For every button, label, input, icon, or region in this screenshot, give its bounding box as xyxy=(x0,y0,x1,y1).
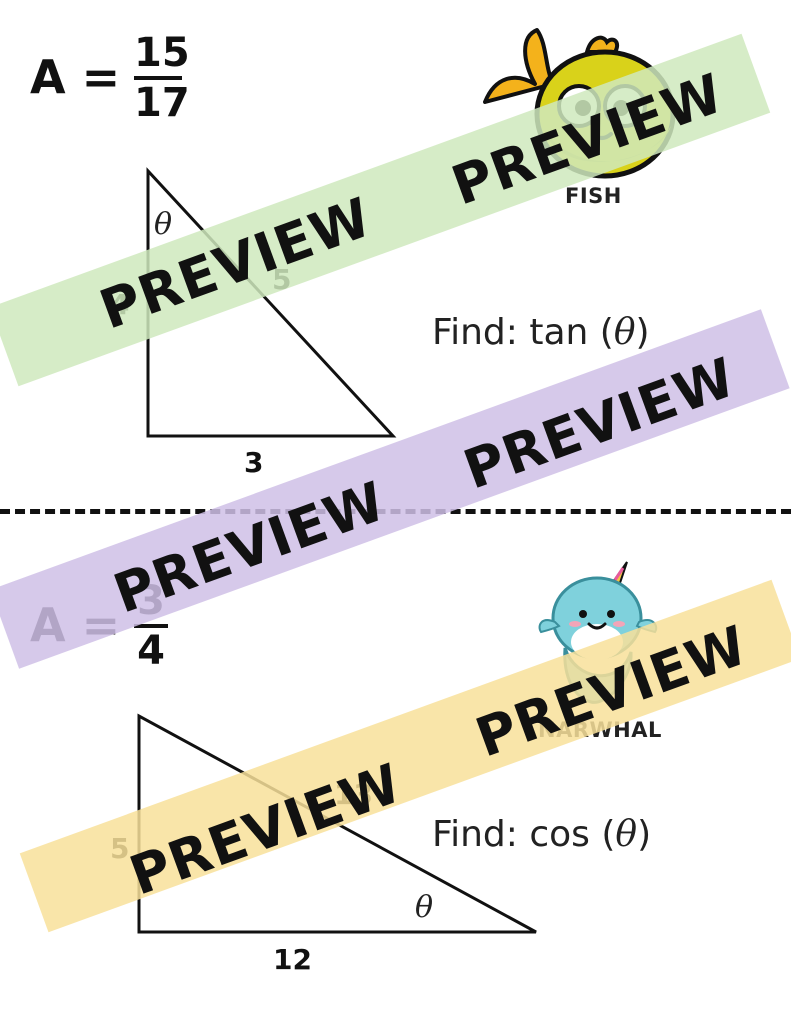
find-text-1: Find: tan (θ) xyxy=(432,312,650,353)
find-theta-2: θ xyxy=(615,814,638,855)
answer-denominator-2: 4 xyxy=(137,628,165,674)
answer-denominator-1: 17 xyxy=(134,80,190,126)
find-prefix-1: Find: tan ( xyxy=(432,312,614,353)
theta-angle-2: θ xyxy=(415,890,434,925)
find-text-2: Find: cos (θ) xyxy=(432,814,651,855)
find-suffix-1: ) xyxy=(635,312,650,353)
side-label-2b: 12 xyxy=(273,943,312,976)
find-prefix-2: Find: cos ( xyxy=(432,814,616,855)
answer-label-1: A = xyxy=(30,50,121,104)
answer-fraction-1: 15 17 xyxy=(134,30,190,126)
fraction-bar-2 xyxy=(134,624,168,628)
answer-numerator-1: 15 xyxy=(134,30,190,76)
theta-angle-1: θ xyxy=(154,207,173,242)
side-label-1b: 3 xyxy=(244,446,264,479)
find-suffix-2: ) xyxy=(637,814,652,855)
animal-label-1: FISH xyxy=(565,184,622,208)
fraction-bar-1 xyxy=(134,76,182,80)
find-theta-1: θ xyxy=(613,312,636,353)
